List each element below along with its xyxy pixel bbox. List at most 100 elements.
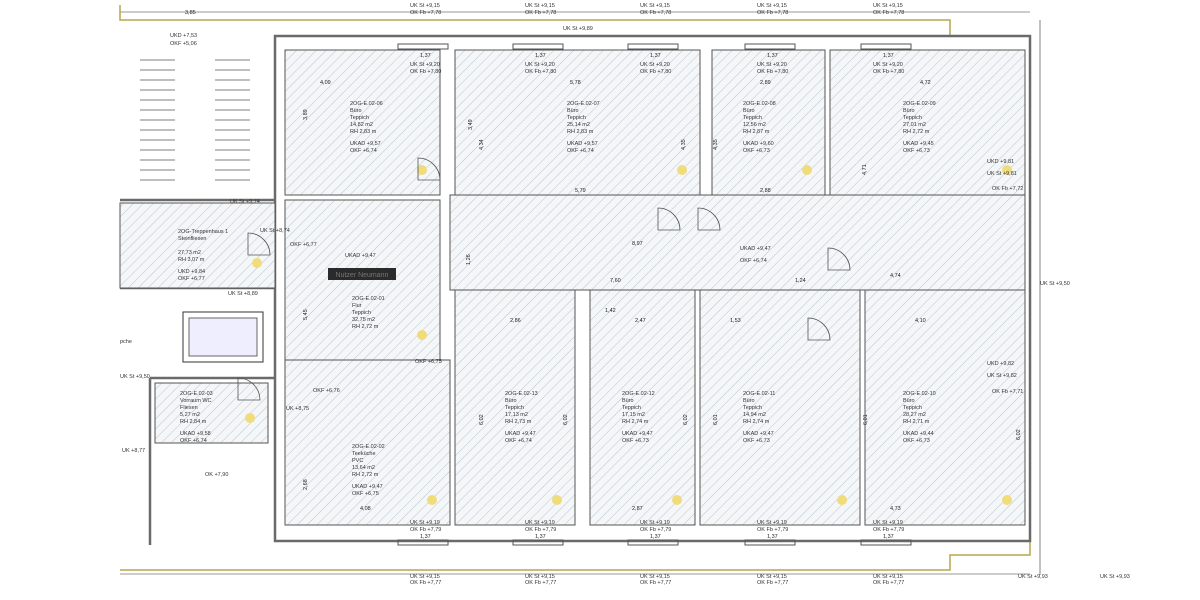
window-sill: UK St +9,20 — [640, 62, 670, 68]
dimension: 2,47 — [635, 318, 646, 324]
door-swing — [827, 247, 851, 271]
room-rh: RH 2,84 m — [180, 419, 207, 425]
room-id: 2OG-Treppenhaus 1 — [178, 229, 228, 235]
dimension: 2,68 — [303, 479, 309, 490]
room-area: 32,75 m2 — [352, 317, 375, 323]
room-use: Vorraum WC — [180, 398, 212, 404]
room-2og-treppenhaus-1[interactable] — [119, 202, 276, 289]
smoke-detector-icon — [245, 413, 255, 423]
room-id: 2OG-E.02-09 — [903, 101, 936, 107]
room-rh: RH 2,74 m — [622, 419, 649, 425]
room-2og-e-02-09[interactable] — [829, 49, 1026, 196]
room-rh: RH 2,73 m — [505, 419, 532, 425]
window-floor: OK Fb +7,80 — [410, 69, 441, 75]
window-sill: UK St +9,20 — [873, 62, 903, 68]
window-sill: UK St +9,15 — [757, 3, 787, 9]
room-rh: RH 3,07 m — [178, 257, 205, 263]
dimension: 4,35 — [713, 139, 719, 150]
window-frame — [627, 43, 679, 50]
dimension: 6,02 — [563, 414, 569, 425]
dimension: 6,02 — [1016, 429, 1022, 440]
window-floor: OK Fb +7,78 — [640, 10, 671, 16]
dimension: 4,74 — [890, 273, 901, 279]
door-swing — [417, 157, 441, 181]
window-floor: OK Fb +7,79 — [640, 527, 671, 533]
level-mark: OKF +5,06 — [170, 41, 197, 47]
level-mark: OK +7,90 — [205, 472, 228, 478]
window-frame — [744, 539, 796, 546]
room-rh: RH 2,83 m — [350, 129, 377, 135]
level-mark: UK St +9,74 — [230, 199, 260, 205]
room-area: 14,82 m2 — [350, 122, 373, 128]
room-2og-e-02-12[interactable] — [589, 289, 696, 526]
dimension: 1,37 — [883, 534, 894, 540]
window-sill: UK St +9,19 — [410, 520, 440, 526]
dimension: 1,37 — [767, 53, 778, 59]
room-area: 17,15 m2 — [622, 412, 645, 418]
dimension: 3,85 — [185, 10, 196, 16]
room-id: 2OG-E.02-06 — [350, 101, 383, 107]
room-use: Büro — [350, 108, 362, 114]
smoke-detector-icon — [417, 330, 427, 340]
window-sill: UK St +9,15 — [525, 574, 555, 580]
level-mark: UK St +8,89 — [228, 291, 258, 297]
window-floor: OK Fb +7,77 — [873, 580, 904, 586]
dimension: 2,86 — [510, 318, 521, 324]
level-mark: OKF +6,76 — [313, 388, 340, 394]
room-id: 2OG-E.02-02 — [352, 444, 385, 450]
window-floor: OK Fb +7,79 — [525, 527, 556, 533]
dimension: 1,24 — [795, 278, 806, 284]
dimension: 6,01 — [713, 414, 719, 425]
corridor — [449, 194, 1026, 291]
room-2og-e-02-07[interactable] — [454, 49, 701, 196]
room-floor: Teppich — [743, 405, 762, 411]
room-floor: Teppich — [903, 115, 922, 121]
room-area — [589, 289, 696, 526]
room-ukad: UKAD +9,58 — [180, 431, 211, 437]
room-id: 2OG-E.02-08 — [743, 101, 776, 107]
room-okf: OKF +6,74 — [505, 438, 532, 444]
room-ukad: UKAD +9,57 — [567, 141, 598, 147]
level-mark: UKAD +9,47 — [740, 246, 771, 252]
room-2og-e-02-06[interactable] — [284, 49, 441, 196]
dimension: 2,88 — [760, 188, 771, 194]
room-area: 5,27 m2 — [180, 412, 200, 418]
smoke-detector-icon — [837, 495, 847, 505]
dimension: 1,42 — [605, 308, 616, 314]
room-2og-e-02-10[interactable] — [864, 289, 1026, 526]
room-rh: RH 2,83 m — [567, 129, 594, 135]
room-use: Büro — [903, 398, 915, 404]
room-use: Büro — [743, 398, 755, 404]
window-frame — [397, 43, 449, 50]
dimension: 4,73 — [890, 506, 901, 512]
room-2og-e-02-13[interactable] — [454, 289, 576, 526]
smoke-detector-icon — [1002, 165, 1012, 175]
elevator-car — [188, 317, 258, 357]
room-ukad: UKAD +9,47 — [743, 431, 774, 437]
room-id: 2OG-E.02-01 — [352, 296, 385, 302]
room-okf: OKF +6,73 — [743, 438, 770, 444]
staircase — [140, 59, 250, 181]
room-2og-e-02-03[interactable] — [154, 382, 269, 444]
window: UK St +9,15 OK Fb +7,78 UK St +9,20 OK Fb +… — [627, 3, 679, 586]
room-area — [119, 202, 276, 289]
window-sill: UK St +9,15 — [640, 574, 670, 580]
room-2og-e-02-02[interactable] — [284, 359, 451, 526]
room-area: 28,27 m2 — [903, 412, 926, 418]
room-area — [154, 382, 269, 444]
window-floor: OK Fb +7,77 — [640, 580, 671, 586]
window-sill: UK St +9,20 — [757, 62, 787, 68]
dimension: 2,89 — [760, 80, 771, 86]
room-use: Teeküche — [352, 451, 376, 457]
dimension: 7,60 — [610, 278, 621, 284]
window-sill: UK St +9,19 — [873, 520, 903, 526]
dimension: 4,10 — [915, 318, 926, 324]
room-area: 27,73 m2 — [178, 250, 201, 256]
room-2og-e-02-11[interactable] — [699, 289, 861, 526]
room-rh: RH 2,74 m — [743, 419, 770, 425]
room-floor: PVC — [352, 458, 363, 464]
room-floor: Teppich — [567, 115, 586, 121]
